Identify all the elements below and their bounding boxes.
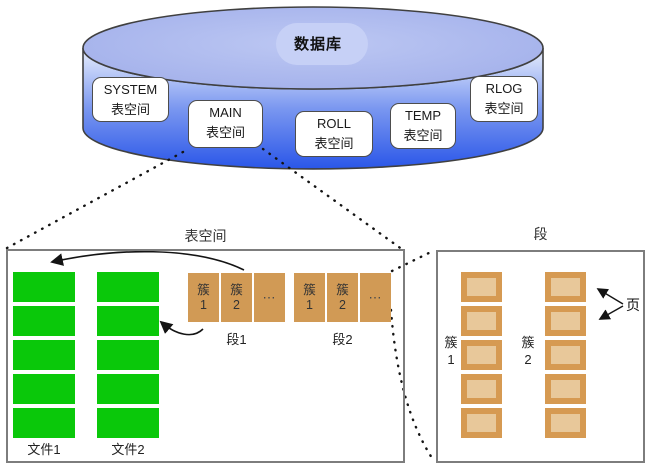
page-block <box>545 306 586 336</box>
extent-label-line2: 1 <box>447 352 455 367</box>
page-pointer-arrow-bottom <box>598 305 624 320</box>
extent-label-line2: 1 <box>306 297 313 312</box>
segment-extent-2-label: 簇 2 <box>511 334 545 368</box>
page-block <box>545 408 586 438</box>
page-block <box>545 272 586 302</box>
file-block <box>97 374 159 404</box>
tablespace-name: ROLL <box>317 116 351 131</box>
tablespace-panel <box>6 249 405 463</box>
extent-label-line1: 簇 <box>230 282 243 297</box>
zoom-connector-segment-top <box>390 249 435 273</box>
segment-panel <box>436 250 645 463</box>
tablespace-type: 表空间 <box>403 128 443 143</box>
tablespace-type: 表空间 <box>484 101 524 116</box>
file-stack-2 <box>97 272 159 442</box>
tablespace-name: RLOG <box>485 81 523 96</box>
tablespace-box-roll: ROLL 表空间 <box>295 111 373 157</box>
database-title: 数据库 <box>293 36 342 53</box>
ellipsis-label: ⋯ <box>368 290 383 305</box>
tablespace-name: TEMP <box>404 108 442 123</box>
file-block <box>13 272 75 302</box>
extent-to-file1-arrow <box>50 250 245 271</box>
extent-box: 簇 2 <box>221 273 252 322</box>
file-label-1: 文件1 <box>27 442 61 457</box>
file-block <box>13 340 75 370</box>
extent-box-ellipsis: ⋯ <box>360 273 391 322</box>
page-block <box>461 408 502 438</box>
tablespace-type: 表空间 <box>314 136 354 151</box>
extent-label-line2: 2 <box>524 352 532 367</box>
ellipsis-label: ⋯ <box>262 290 277 305</box>
extent-label-line2: 1 <box>200 297 207 312</box>
extent-box: 簇 1 <box>294 273 325 322</box>
file-block <box>97 408 159 438</box>
tablespace-panel-title: 表空间 <box>184 228 227 244</box>
extent-label-line2: 2 <box>339 297 346 312</box>
file-block <box>97 272 159 302</box>
extent-box: 簇 2 <box>327 273 358 322</box>
extent-box-ellipsis: ⋯ <box>254 273 285 322</box>
page-pointer-arrow-top <box>596 288 624 305</box>
tablespace-box-temp: TEMP 表空间 <box>390 103 456 149</box>
page-block <box>461 340 502 370</box>
page-block <box>461 374 502 404</box>
segment-1-label: 段1 <box>226 332 247 347</box>
zoom-connector-main-left <box>5 150 185 250</box>
extent-to-file2-arrow <box>159 320 204 336</box>
extent-label-line2: 2 <box>233 297 240 312</box>
page-block <box>545 340 586 370</box>
file-block <box>97 306 159 336</box>
segment-2-label: 段2 <box>332 332 353 347</box>
segment-1-extent-group: 簇 1 簇 2 ⋯ <box>188 273 285 322</box>
file-block <box>13 306 75 336</box>
file-label-2: 文件2 <box>111 442 145 457</box>
file-block <box>13 374 75 404</box>
tablespace-name: MAIN <box>209 105 242 120</box>
segment-2-extent-group: 簇 1 簇 2 ⋯ <box>294 273 391 322</box>
segment-extent-1-pages <box>461 272 502 442</box>
tablespace-box-main: MAIN 表空间 <box>188 100 263 148</box>
page-label: 页 <box>626 297 640 313</box>
database-title-highlight <box>276 23 368 65</box>
tablespace-type: 表空间 <box>205 125 245 140</box>
page-block <box>461 306 502 336</box>
file-block <box>97 340 159 370</box>
segment-panel-title: 段 <box>533 226 548 242</box>
extent-label-line1: 簇 <box>521 335 535 350</box>
page-block <box>545 374 586 404</box>
tablespace-box-system: SYSTEM 表空间 <box>92 77 169 122</box>
extent-box: 簇 1 <box>188 273 219 322</box>
tablespace-type: 表空间 <box>110 102 150 117</box>
zoom-connector-main-right <box>261 147 405 252</box>
extent-label-line1: 簇 <box>336 282 349 297</box>
file-stack-1 <box>13 272 75 442</box>
file-block <box>13 408 75 438</box>
extent-label-line1: 簇 <box>303 282 316 297</box>
page-block <box>461 272 502 302</box>
segment-extent-1-label: 簇 1 <box>434 334 468 368</box>
tablespace-box-rlog: RLOG 表空间 <box>470 76 538 122</box>
tablespace-name: SYSTEM <box>103 82 158 97</box>
segment-extent-2-pages <box>545 272 586 442</box>
extent-label-line1: 簇 <box>197 282 210 297</box>
extent-label-line1: 簇 <box>444 335 458 350</box>
